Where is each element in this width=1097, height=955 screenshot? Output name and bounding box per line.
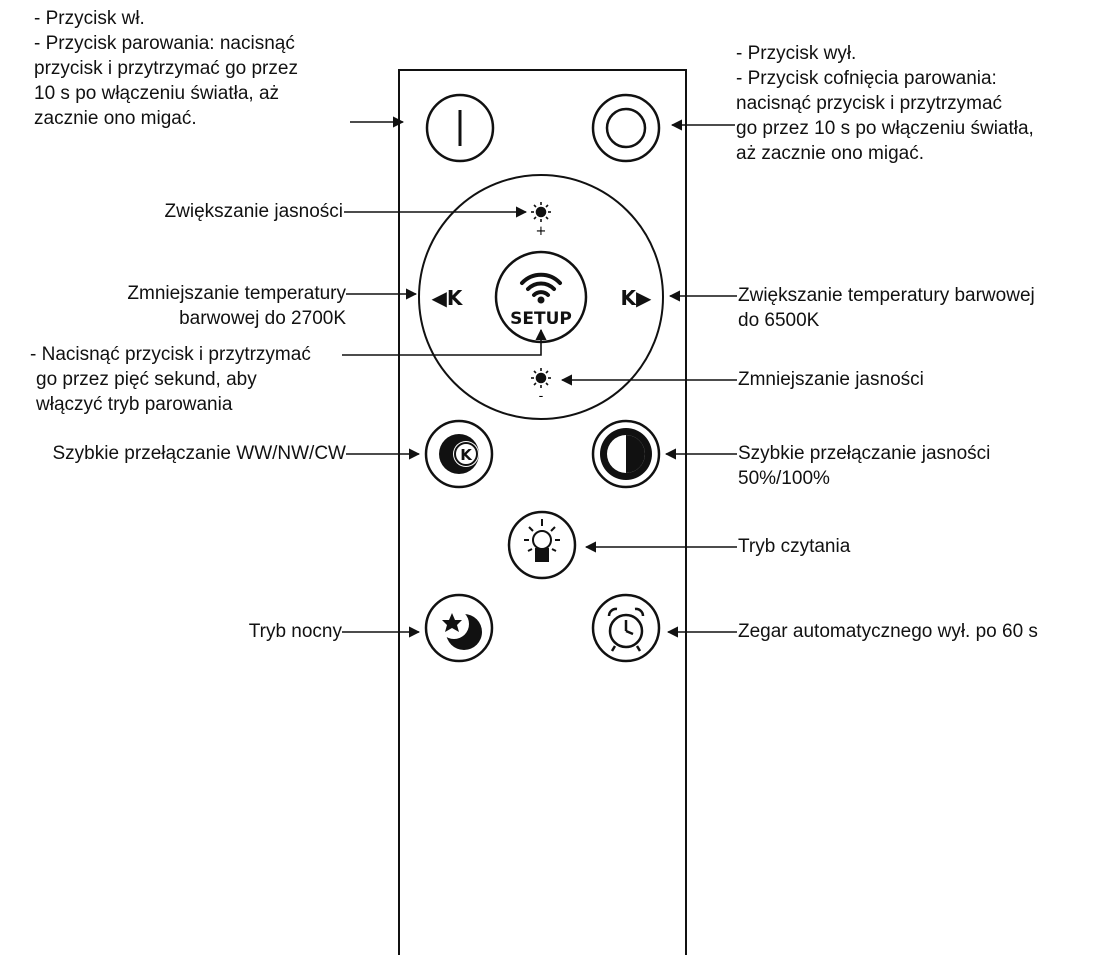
color-temp-down-button[interactable]: ◀K [432,286,464,310]
cct-switch-button[interactable]: K [424,419,494,489]
star-icon [442,613,462,632]
auto-off-timer-button[interactable] [591,593,661,663]
auto-off-timer-label: Zegar automatycznego wył. po 60 s [738,621,1038,642]
brightness-up-button[interactable]: + [531,202,551,239]
power-off-button[interactable] [591,93,661,163]
reading-mode-button[interactable] [507,510,577,580]
cct-switch-label: Szybkie przełączanie WW/NW/CW [52,443,347,464]
alarm-clock-icon [607,607,645,652]
brightness-switch-label: Szybkie przełączanie jasności 50%/100% [738,443,991,489]
wifi-icon [520,272,562,297]
night-mode-label: Tryb nocny [248,621,342,642]
brightness-up-plus: + [536,224,547,239]
color-temp-up-label: Zwiększanie temperatury barwowej do 6500… [738,285,1035,331]
reading-lamp-icon [524,519,560,562]
power-on-button[interactable] [425,93,495,163]
brightness-up-label: Zwiększanie jasności [164,201,343,222]
sun-icon [531,202,551,222]
brightness-switch-button[interactable] [591,419,661,489]
setup-label: SETUP [510,309,572,329]
sun-icon [531,368,551,388]
setup-label-callout: - Nacisnąć przycisk i przytrzymać go prz… [30,344,311,415]
callout-lines [342,116,737,638]
power-off-icon [605,107,647,149]
brightness-down-button[interactable]: - [531,368,551,404]
power-on-label: - Przycisk wł. - Przycisk parowania: nac… [34,8,298,129]
remote-body-outline [398,69,687,955]
color-temp-up-button[interactable]: K▶ [621,286,652,310]
setup-button[interactable]: SETUP [494,250,588,344]
color-temp-down-label: Zmniejszanie temperatury barwowej do 270… [127,283,346,329]
brightness-down-minus: - [539,389,544,404]
night-mode-button[interactable] [424,593,494,663]
cct-k-glyph: K [460,446,473,464]
reading-mode-label: Tryb czytania [738,536,851,557]
brightness-down-label: Zmniejszanie jasności [738,369,924,390]
power-off-label: - Przycisk wył. - Przycisk cofnięcia par… [736,43,1034,164]
